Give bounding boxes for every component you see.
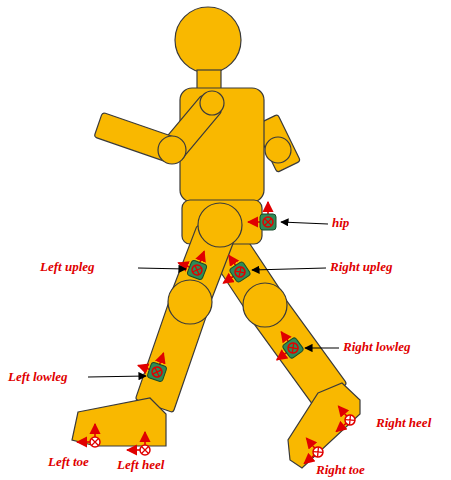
- part-label: Left lowleg: [8, 370, 68, 384]
- body-parts: [72, 7, 360, 468]
- part-label: Left heel: [117, 458, 164, 472]
- sensors: [77, 202, 357, 467]
- part-label: Left toe: [48, 455, 89, 469]
- part-label: Right toe: [316, 463, 365, 477]
- part-label: Right lowleg: [343, 340, 411, 354]
- part-label: Right upleg: [330, 260, 393, 274]
- part-label: hip: [332, 216, 349, 230]
- part-label: Right heel: [376, 416, 431, 430]
- part-label: Left upleg: [40, 260, 95, 274]
- leader-lines: [88, 222, 339, 377]
